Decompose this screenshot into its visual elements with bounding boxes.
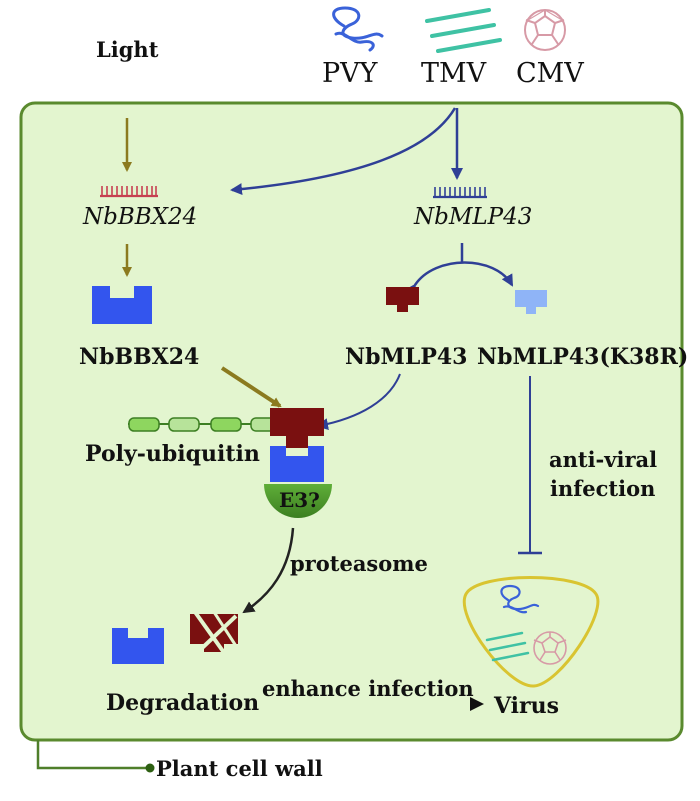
pvy-label: PVY xyxy=(322,58,378,89)
pvy-icon xyxy=(332,6,384,52)
mlp43-k38r-protein-label: NbMLP43(K38R) xyxy=(477,344,689,370)
mlp43-protein-icon xyxy=(386,287,419,312)
bbx24-gene-icon xyxy=(100,186,158,198)
anti-viral-label-line1: anti-viral xyxy=(549,447,658,472)
virus-to-bbx24-arrow xyxy=(230,107,457,196)
bbx24-protein-icon xyxy=(92,286,152,324)
degradation-label: Degradation xyxy=(106,690,260,716)
cmv-icon xyxy=(524,9,566,51)
virus-pvy-icon xyxy=(500,584,540,614)
virus-tmv-icon xyxy=(485,631,530,662)
proteasome-label: proteasome xyxy=(290,551,428,576)
mlp43-gene-icon xyxy=(433,187,487,199)
virus-particle-icon xyxy=(462,576,600,688)
e3-ligase-icon xyxy=(264,484,332,518)
mlp43-k38r-protein-icon xyxy=(515,290,547,314)
degraded-mlp43-icon xyxy=(190,610,238,656)
cell-wall-label: Plant cell wall xyxy=(156,756,323,781)
bbx24-protein-label: NbBBX24 xyxy=(79,344,200,370)
bbx24-to-complex-arrow xyxy=(220,366,282,408)
anti-viral-label-line2: infection xyxy=(550,476,656,501)
mlp43-split-arrow xyxy=(404,261,514,297)
virus-cmv-icon xyxy=(533,631,567,665)
complex-bbx24-icon xyxy=(270,446,324,482)
tmv-icon xyxy=(425,8,502,53)
cell-wall-pointer xyxy=(36,740,155,773)
tmv-label: TMV xyxy=(421,58,487,89)
cmv-label: CMV xyxy=(516,58,584,89)
poly-ubiquitin-label: Poly-ubiquitin xyxy=(85,441,260,467)
mlp43-gene-label: NbMLP43 xyxy=(414,204,533,230)
degraded-bbx24-icon xyxy=(112,628,164,664)
bbx24-gene-label: NbBBX24 xyxy=(83,204,198,230)
proteasome-arrow xyxy=(242,527,295,614)
plant-cell xyxy=(19,101,684,742)
light-label: Light xyxy=(96,37,159,62)
mlp43-to-complex-arrow xyxy=(316,373,401,431)
mlp43-protein-label: NbMLP43 xyxy=(345,344,468,370)
virus-label: Virus xyxy=(494,693,560,719)
enhance-infection-label: enhance infection xyxy=(262,676,474,701)
complex-mlp43-icon xyxy=(270,408,324,448)
e3-label: E3? xyxy=(279,488,320,512)
